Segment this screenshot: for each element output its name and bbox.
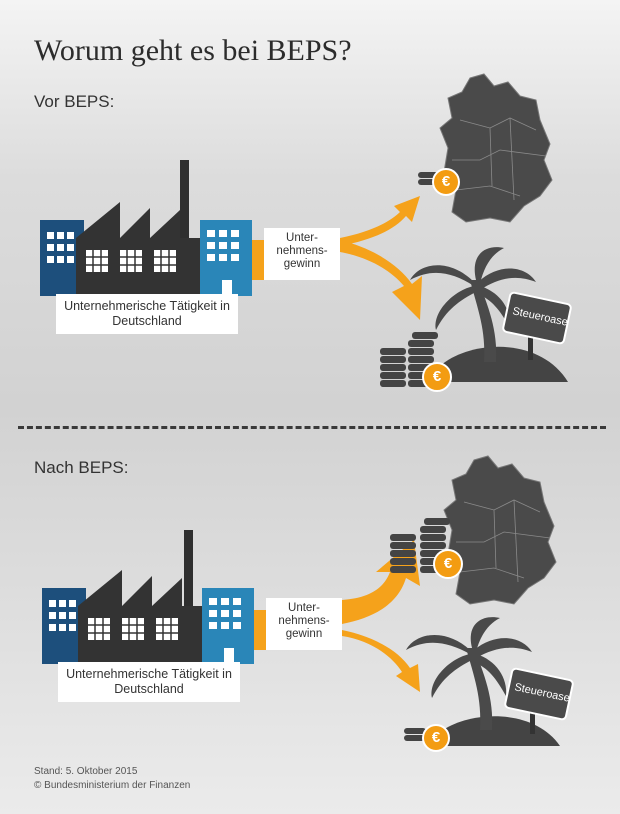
arrow-to-tax-haven bbox=[342, 630, 420, 692]
company-label-box bbox=[56, 294, 238, 334]
euro-symbol-tax-haven-after: € bbox=[431, 729, 441, 746]
factory bbox=[76, 160, 200, 296]
tax-haven-sign bbox=[502, 291, 572, 360]
germany-map bbox=[439, 73, 553, 223]
factory bbox=[78, 530, 202, 664]
germany-borders bbox=[452, 117, 547, 201]
footer-copyright: © Bundesministerium der Finanzen bbox=[34, 780, 191, 791]
coin-stack-tax-haven bbox=[404, 728, 426, 741]
euro-symbol-germany-after: € bbox=[443, 555, 453, 572]
section-label-before: Vor BEPS: bbox=[34, 92, 115, 111]
office-building-right bbox=[202, 588, 254, 664]
euro-coin-germany bbox=[433, 549, 463, 579]
company-label-before: Unternehmerische Tätigkeit in Deutschlan… bbox=[64, 299, 230, 328]
germany-borders bbox=[456, 499, 551, 583]
company-label-box bbox=[58, 662, 240, 702]
office-building-right bbox=[200, 220, 252, 296]
before-scene bbox=[40, 73, 572, 392]
euro-coin-tax-haven bbox=[422, 724, 450, 752]
euro-coin-tax-haven bbox=[422, 362, 452, 392]
section-label-after: Nach BEPS: bbox=[34, 458, 129, 477]
palm-tree bbox=[406, 617, 532, 730]
connector bbox=[254, 610, 266, 650]
island bbox=[440, 346, 568, 382]
island bbox=[440, 716, 560, 746]
after-scene bbox=[42, 455, 574, 752]
page-title: Worum geht es bei BEPS? bbox=[34, 34, 352, 67]
profit-label-before: Unter-nehmens-gewinn bbox=[276, 232, 328, 270]
section-divider bbox=[18, 426, 606, 429]
profit-box bbox=[264, 228, 340, 280]
coin-stacks-germany bbox=[390, 518, 450, 573]
arrow-to-germany bbox=[340, 196, 420, 246]
tax-haven-sign bbox=[504, 667, 574, 734]
euro-coin-germany bbox=[432, 168, 460, 196]
germany-map bbox=[443, 455, 557, 605]
connector bbox=[252, 240, 264, 280]
euro-symbol-tax-haven-before: € bbox=[432, 368, 442, 385]
footer-date: Stand: 5. Oktober 2015 bbox=[34, 766, 138, 777]
office-building-left bbox=[40, 220, 84, 296]
profit-box bbox=[266, 598, 342, 650]
company-label-after: Unternehmerische Tätigkeit in Deutschlan… bbox=[66, 667, 232, 696]
profit-label-after: Unter-nehmens-gewinn bbox=[278, 602, 330, 640]
palm-tree bbox=[410, 247, 536, 362]
arrow-to-tax-haven bbox=[340, 240, 422, 320]
euro-symbol-germany-before: € bbox=[441, 173, 451, 190]
